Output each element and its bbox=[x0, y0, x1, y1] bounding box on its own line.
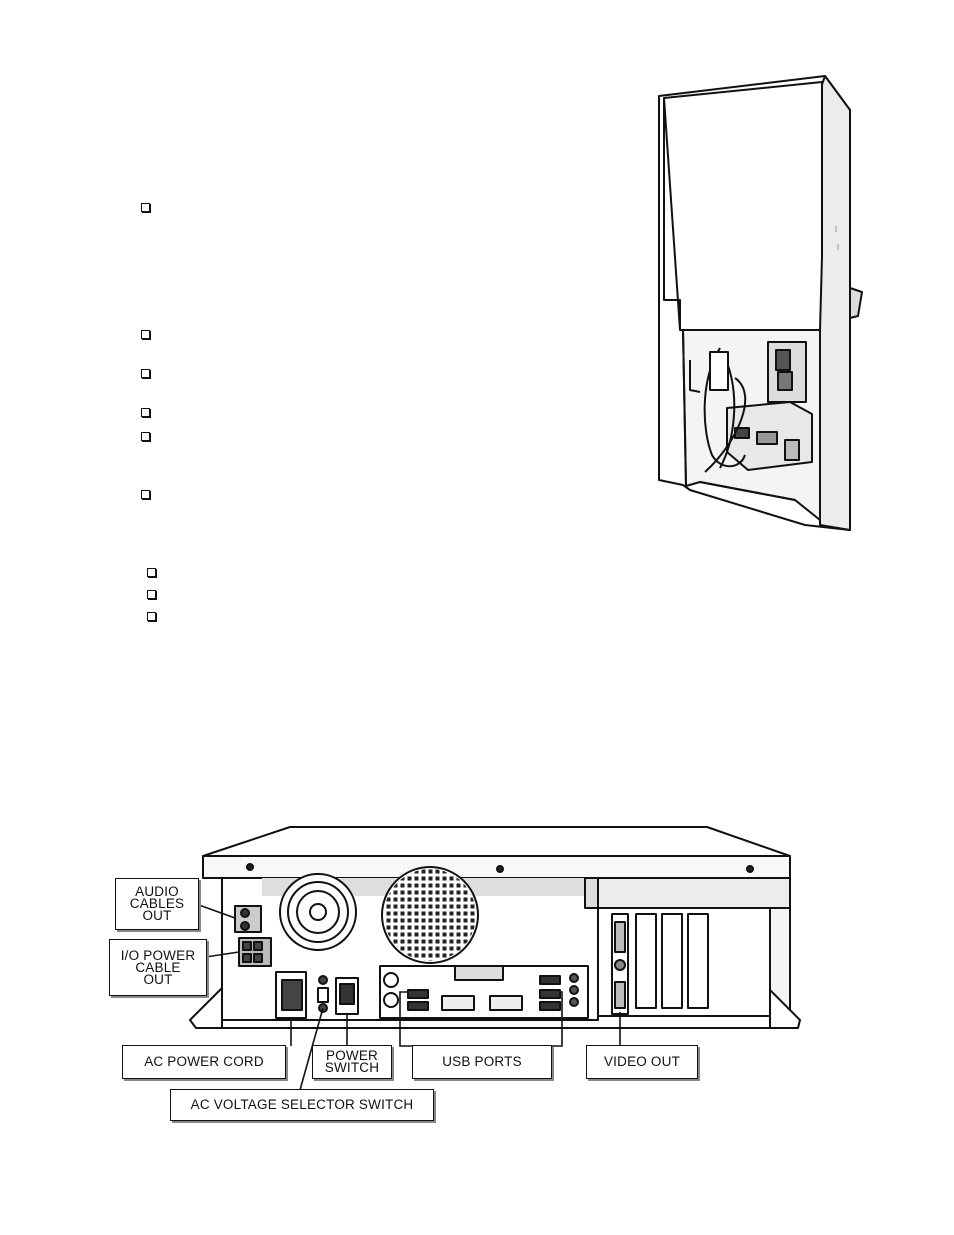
label-video-out: VIDEO OUT bbox=[586, 1045, 698, 1079]
label-io-power-cable-out: I/O POWER CABLE OUT bbox=[109, 939, 207, 996]
checkbox-6 bbox=[141, 490, 150, 499]
label-power-switch: POWER SWITCH bbox=[312, 1045, 392, 1079]
checkbox-7 bbox=[147, 568, 156, 577]
checkbox-5 bbox=[141, 432, 150, 441]
checkbox-9 bbox=[147, 612, 156, 621]
label-usb-ports: USB PORTS bbox=[412, 1045, 552, 1079]
checkbox-1 bbox=[141, 203, 150, 212]
checkbox-8 bbox=[147, 590, 156, 599]
checkbox-4 bbox=[141, 408, 150, 417]
label-ac-power-cord: AC POWER CORD bbox=[122, 1045, 286, 1079]
checkbox-2 bbox=[141, 330, 150, 339]
label-ac-voltage-selector-switch: AC VOLTAGE SELECTOR SWITCH bbox=[170, 1089, 434, 1121]
checkbox-3 bbox=[141, 369, 150, 378]
label-audio-cables-out: AUDIO CABLES OUT bbox=[115, 878, 199, 930]
